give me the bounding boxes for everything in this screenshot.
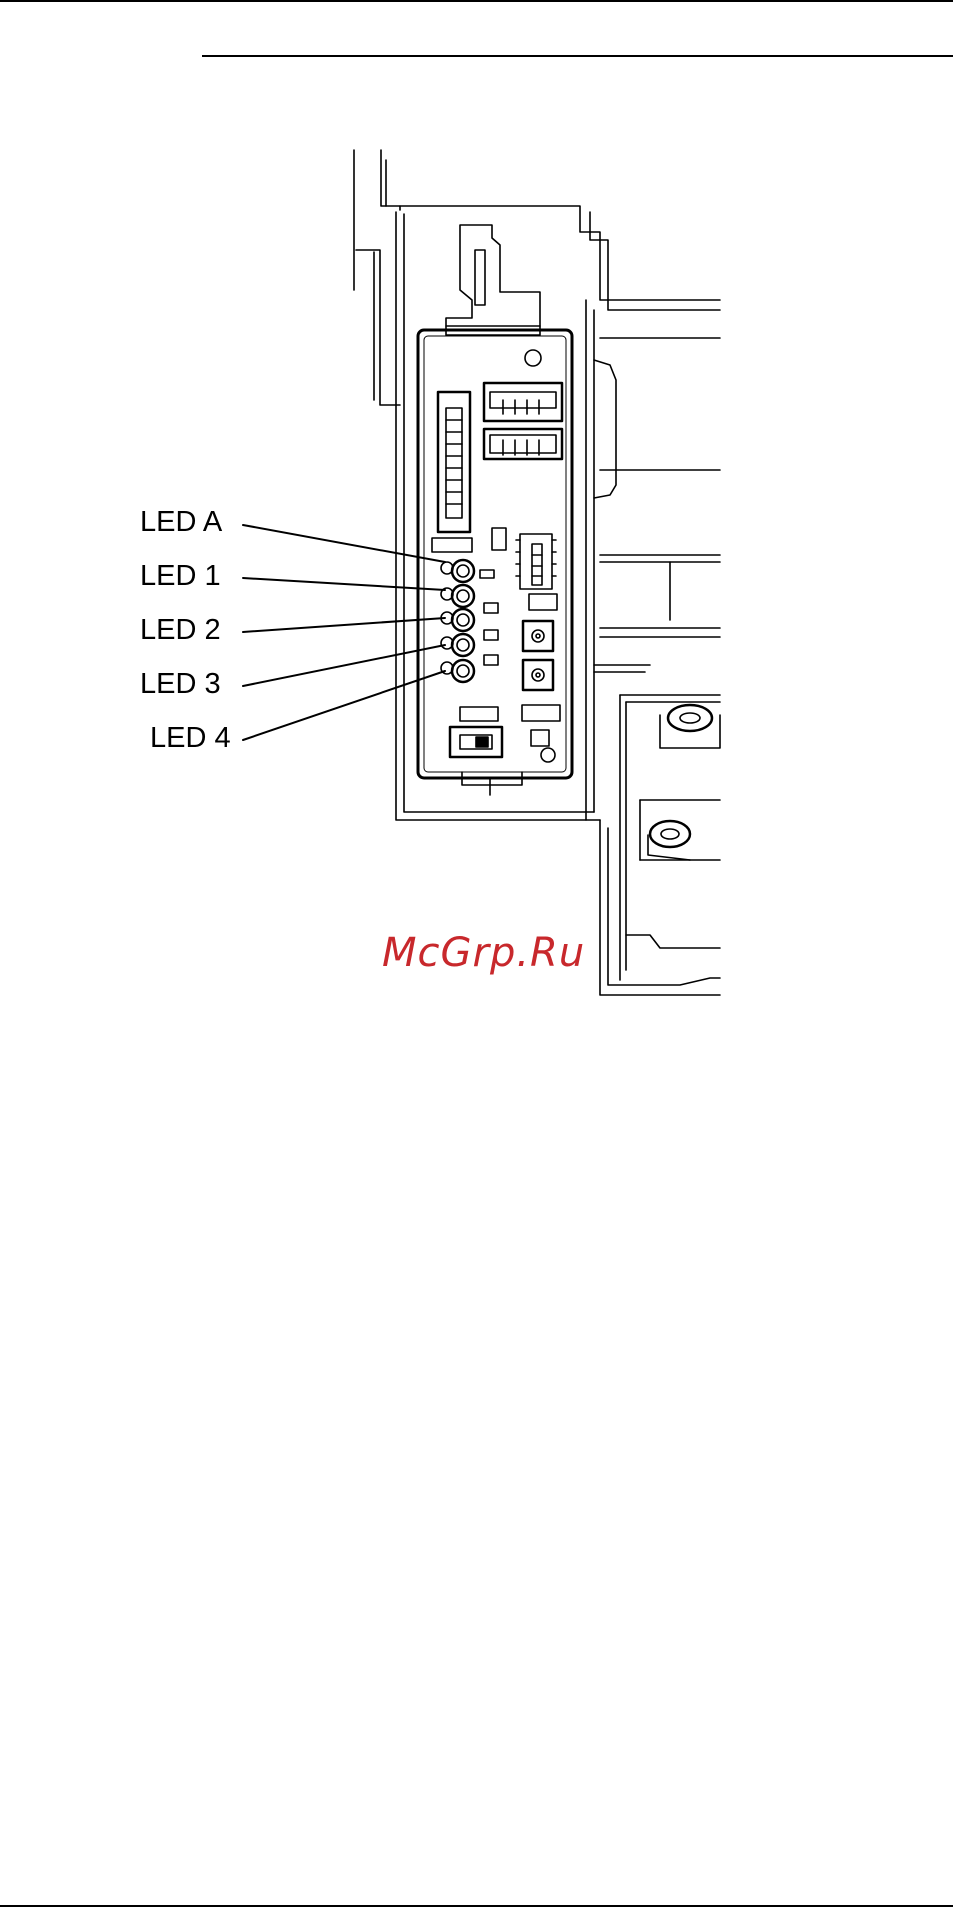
callout-label-led-1: LED 1 [140,560,221,593]
mounting-boss-lower [648,821,690,860]
callout-label-led-3: LED 3 [140,668,221,701]
slide-switch [450,727,502,757]
bottom-clip [462,772,522,795]
push-button-lower [523,660,553,690]
resistors [432,528,560,746]
led-column [441,560,474,682]
mounting-boss-upper [660,705,720,748]
callout-label-led-4: LED 4 [150,722,231,755]
connector-vertical [438,392,470,532]
watermark: McGrp.Ru [382,930,585,976]
push-button-upper [523,621,553,651]
board-latch [446,225,540,335]
dip-switch-chip [516,534,556,589]
callout-leaders [243,525,445,740]
connector-second [484,429,562,459]
housing-frame [354,150,720,995]
connector-top [484,383,562,421]
pcb-outline [418,330,572,778]
callout-label-led-a: LED A [140,506,222,539]
callout-label-led-2: LED 2 [140,614,221,647]
